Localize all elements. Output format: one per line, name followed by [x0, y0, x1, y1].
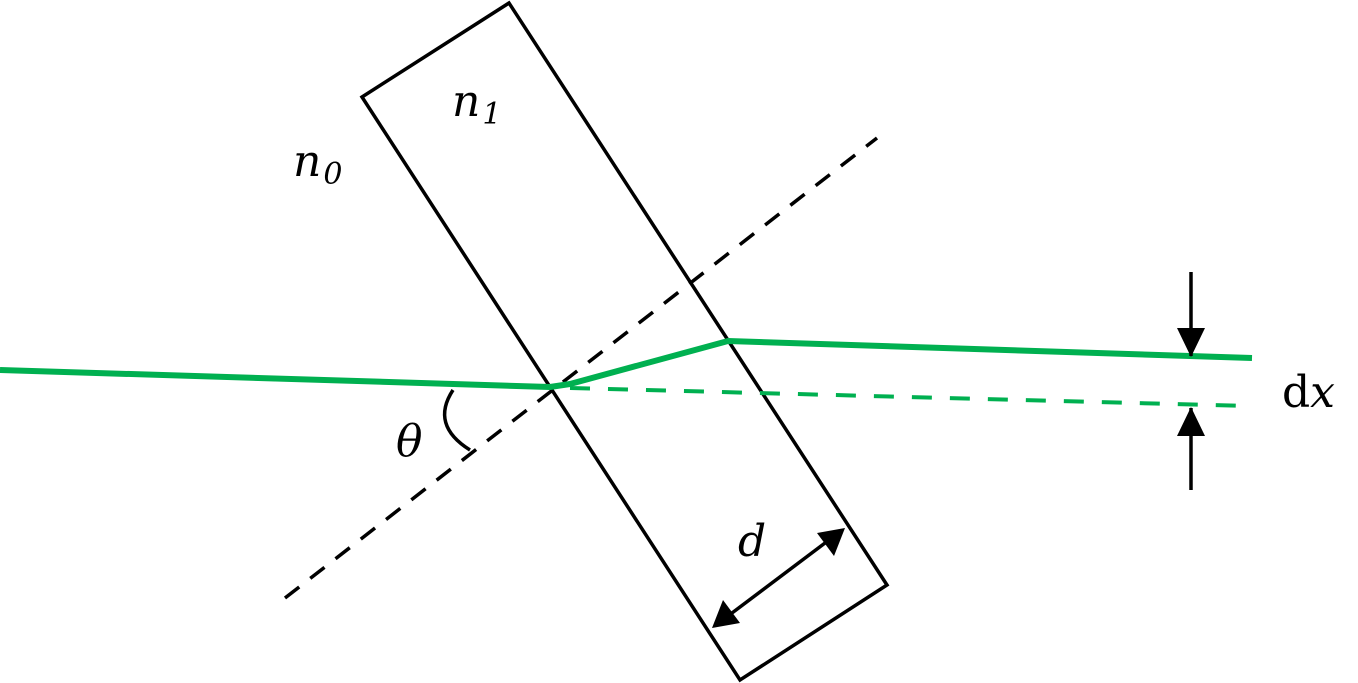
dx-arrowhead-top [1177, 328, 1205, 357]
label-theta: θ [396, 416, 423, 467]
label-d: d [738, 516, 766, 567]
refracted-ray [0, 338, 1253, 390]
dx-arrowhead-bottom [1177, 407, 1205, 436]
thickness-arrowhead-left [712, 600, 740, 628]
thickness-arrowhead-right [817, 528, 845, 556]
undeviated-ray-dashed [569, 386, 1249, 408]
glass-slab [359, 0, 890, 683]
label-dx: dx [1282, 367, 1335, 418]
label-n1: n1 [452, 76, 501, 132]
label-n0: n0 [293, 136, 342, 192]
surface-normal-dashed [283, 136, 879, 600]
angle-arc [442, 389, 471, 452]
thickness-arrow [726, 538, 831, 618]
